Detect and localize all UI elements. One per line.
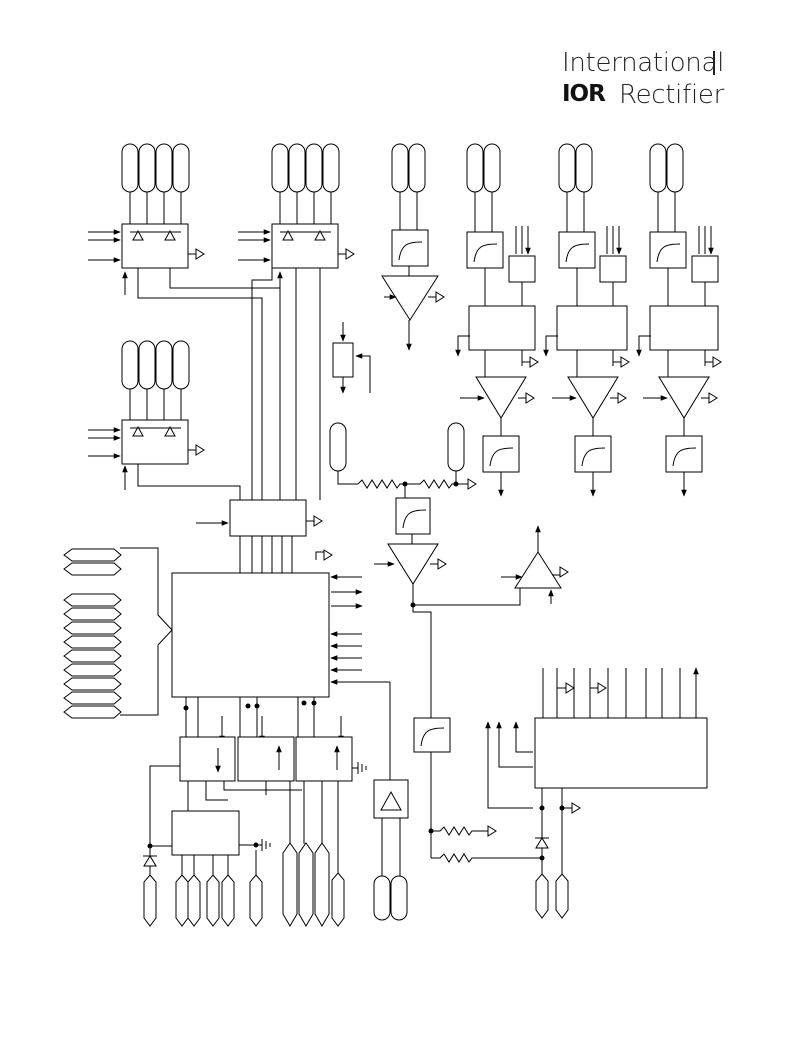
connector-group-2 (238, 143, 355, 295)
main-controller (171, 572, 432, 780)
brand-line-2: Rectifier (619, 80, 724, 110)
sensor-channel-1 (455, 143, 539, 497)
bottom-right-section (413, 668, 708, 919)
left-io-connector (63, 547, 173, 719)
output-amp (501, 525, 569, 604)
sensor-channel-3 (636, 143, 722, 497)
sensor-channel-2 (543, 143, 630, 497)
company-logo: International IOR Rectifier (540, 48, 730, 110)
brand-bar (713, 51, 715, 75)
bottom-sensor-input (373, 779, 409, 921)
connector-group-3 (88, 340, 205, 490)
hub-block (196, 499, 333, 573)
brand-line-1: International (562, 48, 725, 78)
switch-block (332, 322, 371, 394)
filter-amp-a (381, 143, 445, 351)
brand-mark: IOR (562, 81, 606, 107)
driver-blocks (143, 697, 367, 927)
connector-group-1 (88, 143, 205, 295)
